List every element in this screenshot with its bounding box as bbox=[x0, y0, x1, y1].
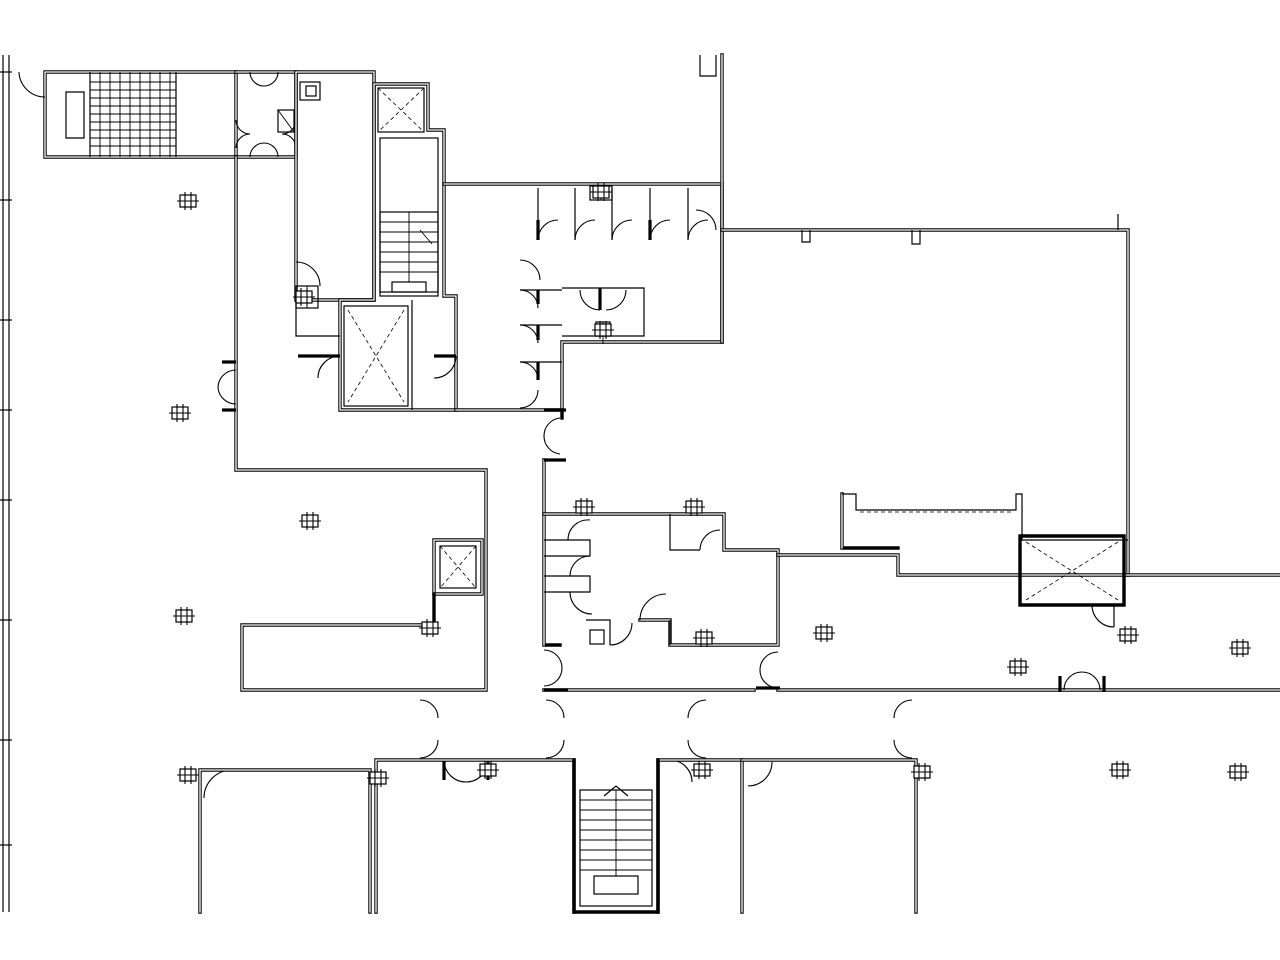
column-marker-icon bbox=[367, 769, 389, 787]
column-marker-icon bbox=[1007, 658, 1029, 676]
column-marker-icon bbox=[1227, 763, 1249, 781]
elevator-shaft-icon bbox=[377, 87, 425, 133]
vestibule-northwest bbox=[234, 70, 298, 159]
restroom-stalls bbox=[536, 188, 709, 241]
south-rooms bbox=[198, 758, 918, 914]
elevator-shaft-icon bbox=[343, 305, 409, 407]
east-office-walls bbox=[720, 214, 1130, 577]
south-door-swings bbox=[203, 699, 913, 799]
column-marker-icon bbox=[173, 607, 195, 625]
stair-icon bbox=[379, 137, 439, 297]
column-marker-icon bbox=[477, 761, 499, 779]
column-marker-icon bbox=[177, 192, 199, 210]
column-marker-icon bbox=[299, 512, 321, 530]
column-marker-icon bbox=[683, 498, 705, 516]
column-marker-icon bbox=[573, 498, 595, 516]
central-core bbox=[295, 82, 458, 412]
east-rooms bbox=[776, 492, 1280, 628]
service-room-north bbox=[294, 70, 376, 302]
elevator-shaft-icon bbox=[1025, 541, 1119, 601]
column-marker-icon bbox=[590, 183, 612, 201]
middle-corridor-walls bbox=[542, 408, 566, 647]
elevator-shaft-icon bbox=[432, 538, 484, 627]
column-marker-icon bbox=[1117, 626, 1139, 644]
perimeter-walls bbox=[0, 55, 12, 912]
south-corridor-walls bbox=[542, 649, 1280, 692]
column-marker-icon bbox=[293, 288, 315, 306]
column-marker-icon bbox=[1109, 761, 1131, 779]
north-tower-walls bbox=[695, 53, 724, 344]
middle-rooms bbox=[542, 512, 780, 647]
stair-northwest-treads bbox=[90, 72, 176, 157]
restroom-block bbox=[442, 182, 724, 412]
column-marker-icon bbox=[177, 766, 199, 784]
stair-northwest bbox=[18, 70, 238, 159]
column-marker-icon bbox=[419, 619, 441, 637]
column-markers bbox=[169, 183, 1251, 787]
column-marker-icon bbox=[169, 404, 191, 422]
stair-south bbox=[572, 758, 660, 914]
column-marker-icon bbox=[813, 624, 835, 642]
column-marker-icon bbox=[1229, 639, 1251, 657]
column-marker-icon bbox=[693, 629, 715, 647]
column-marker-icon bbox=[592, 321, 614, 339]
left-wall-mullions bbox=[0, 71, 12, 846]
restroom-west-stalls bbox=[519, 259, 562, 409]
column-marker-icon bbox=[911, 763, 933, 781]
column-marker-icon bbox=[691, 761, 713, 779]
west-corridor-walls bbox=[217, 155, 488, 692]
